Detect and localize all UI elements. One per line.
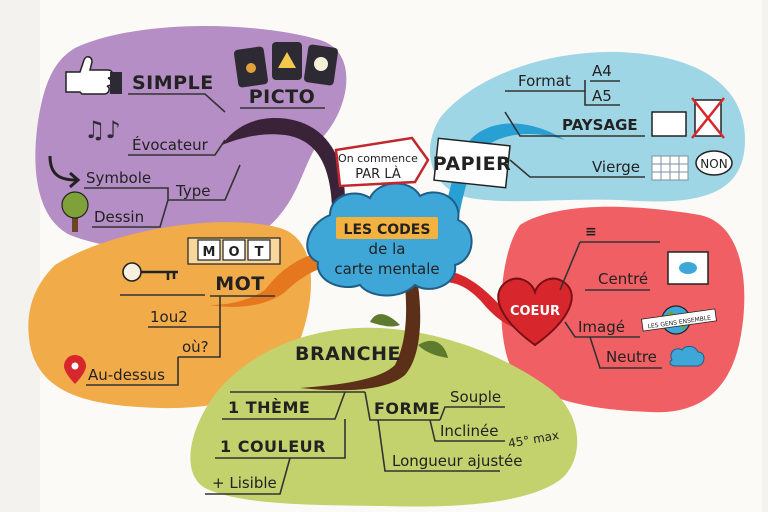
tile-o xyxy=(222,239,246,261)
branche-souple: Souple xyxy=(450,388,501,406)
tile-t xyxy=(247,239,271,261)
papier-vierge: Vierge xyxy=(592,158,640,176)
key-icon xyxy=(122,262,178,282)
picto-symbole: Symbole xyxy=(86,169,151,187)
grid-paper-icon xyxy=(651,155,689,181)
branche-title: BRANCHE xyxy=(295,343,401,365)
mot-count: 1ou2 xyxy=(150,308,188,326)
thumbs-up-cuff xyxy=(110,72,122,94)
picto-title: PICTO xyxy=(249,86,316,108)
curved-arrow-icon xyxy=(48,155,81,189)
papier-title: PAPIER xyxy=(433,153,512,175)
mot-position: Au-dessus xyxy=(88,366,165,384)
heart-icon xyxy=(497,277,573,347)
tile-t-letter: T xyxy=(255,245,264,260)
small-cloud-icon xyxy=(669,345,705,367)
papier-format: Format xyxy=(518,72,571,90)
earth-banner xyxy=(641,308,717,332)
center-subtitle-2: carte mentale xyxy=(334,260,439,278)
music-notes-icon: ♫♪ xyxy=(84,116,121,144)
mot-title: MOT xyxy=(215,273,265,295)
mot-blob xyxy=(28,222,312,409)
landscape-sheet-icon xyxy=(651,111,687,137)
branche-longueur: Longueur ajustée xyxy=(392,452,523,470)
centered-picture-icon xyxy=(667,251,709,285)
start-sign xyxy=(334,136,430,188)
branch-brown xyxy=(300,285,421,391)
branche-inclinee: Inclinée xyxy=(440,422,498,440)
portrait-crossed-icon xyxy=(691,97,725,139)
branch-red xyxy=(442,270,520,328)
branche-blob xyxy=(190,327,578,507)
branche-forme: FORME xyxy=(374,399,440,418)
tree-icon xyxy=(61,191,89,232)
coeur-centre: Centré xyxy=(598,270,648,288)
picto-simple: SIMPLE xyxy=(132,72,214,94)
coeur-sujet: SUJET xyxy=(600,222,650,240)
branche-theme: 1 THÈME xyxy=(228,398,310,417)
thumbs-up-icon xyxy=(65,56,114,95)
branche-lisible: + Lisible xyxy=(212,474,277,492)
branche-couleur: 1 COULEUR xyxy=(220,437,326,456)
branch-leaf-2 xyxy=(418,340,448,358)
center-title-band xyxy=(336,217,438,239)
speech-bubble-icon xyxy=(695,150,733,176)
branch-purple xyxy=(222,118,345,205)
branch-orange xyxy=(210,250,335,307)
picto-evocateur: Évocateur xyxy=(132,135,209,154)
start-sign-line2: PAR LÀ xyxy=(355,166,401,182)
tile-o-letter: O xyxy=(228,245,239,260)
picto-cards-icon xyxy=(234,42,338,88)
papier-paysage: PAYSAGE xyxy=(562,116,638,134)
papier-sign xyxy=(433,137,511,189)
equals-sign-1: ≡ xyxy=(585,224,597,240)
papier-a5: A5 xyxy=(592,87,612,105)
papier-a4: A4 xyxy=(592,62,612,80)
picto-type: Type xyxy=(175,182,210,200)
picto-dessin: Dessin xyxy=(94,208,144,226)
tile-m xyxy=(197,239,221,261)
start-sign-line1: On commence xyxy=(338,152,418,165)
coeur-image: Imagé xyxy=(578,318,625,336)
center-title: LES CODES xyxy=(344,222,431,238)
tile-m-letter: M xyxy=(203,245,216,260)
branch-leaf-1 xyxy=(370,314,400,327)
coeur-title: COEUR xyxy=(510,304,560,319)
mot-where: où? xyxy=(182,338,209,356)
papier-non: NON xyxy=(700,157,727,171)
center-subtitle-1: de la xyxy=(369,240,406,258)
coeur-neutre: Neutre xyxy=(606,348,657,366)
